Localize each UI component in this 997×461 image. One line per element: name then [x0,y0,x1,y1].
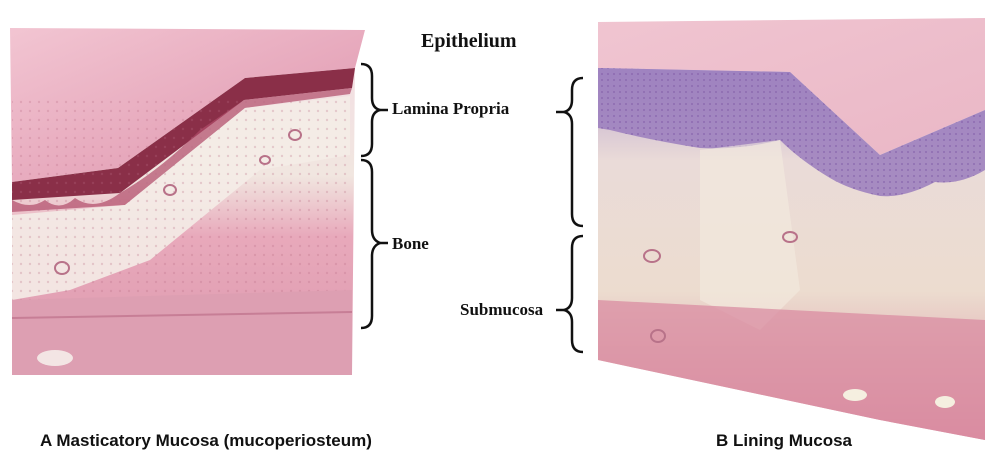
label-epithelium: Epithelium [421,31,517,51]
label-lamina-propria: Lamina Propria [392,100,509,117]
bracket-submucosa [564,236,583,352]
label-submucosa: Submucosa [460,301,543,318]
caption-masticatory-mucosa: A Masticatory Mucosa (mucoperiosteum) [40,432,372,449]
label-bone: Bone [392,235,429,252]
caption-lining-mucosa: B Lining Mucosa [716,432,852,449]
bracket-lamina-propria-b [564,78,583,226]
bracket-bone [361,160,380,328]
bracket-lamina-propria-a [361,64,380,156]
